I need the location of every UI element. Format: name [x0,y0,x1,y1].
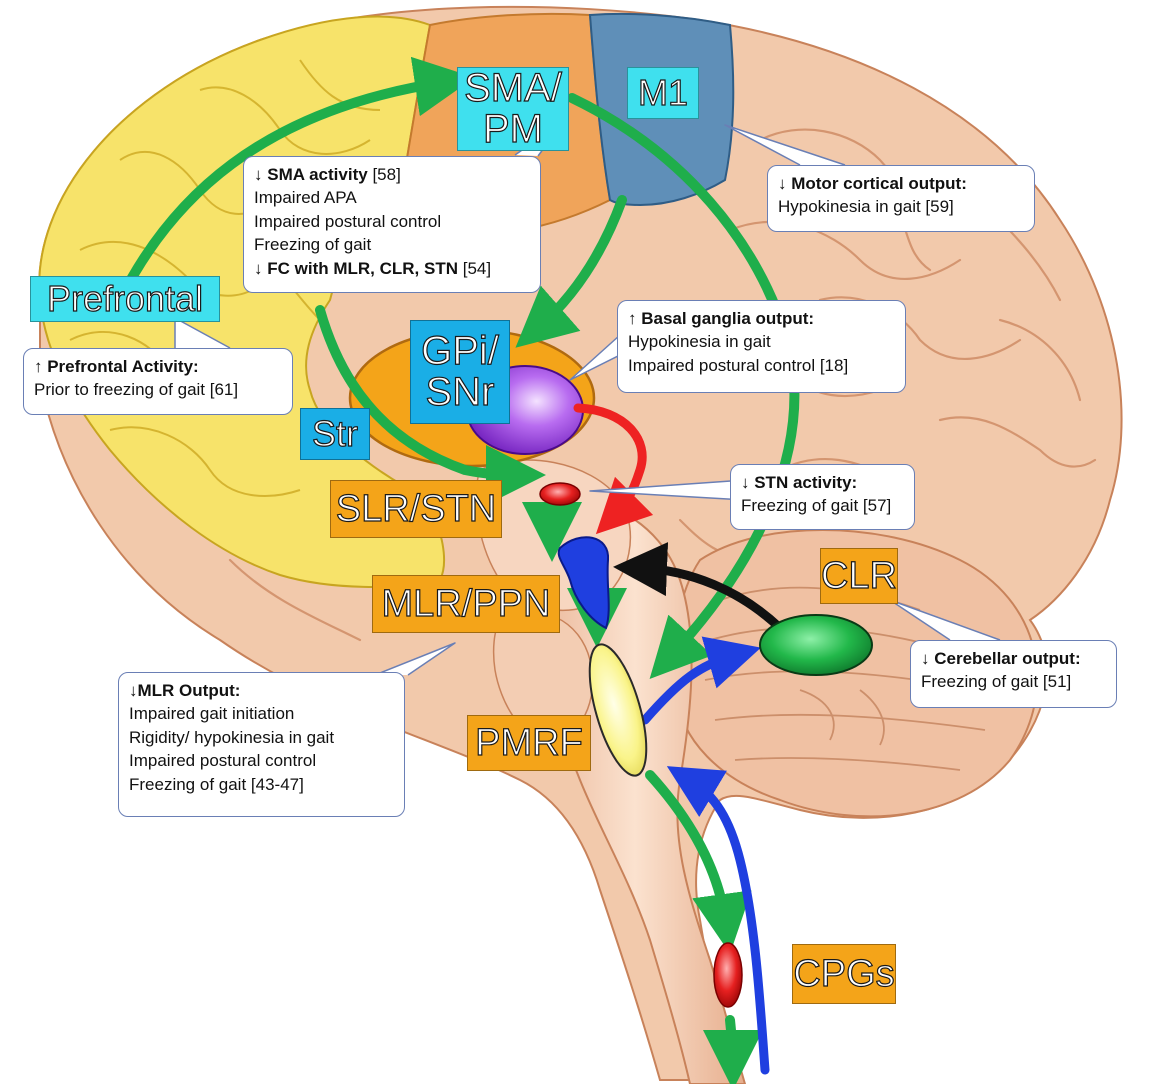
arrow-cpgs-down [730,1020,733,1060]
label-prefrontal: Prefrontal [30,276,220,322]
callout-sma-activity: ↓ SMA activity [58] Impaired APA Impaire… [243,156,541,293]
callout-cerebellar-output: ↓ Cerebellar output: Freezing of gait [5… [910,640,1117,708]
cpgs-node [714,943,742,1007]
label-gpi-snr: GPi/ SNr [410,320,510,424]
label-sma-pm: SMA/ PM [457,67,569,151]
callout-mlr-output: ↓MLR Output: Impaired gait initiation Ri… [118,672,405,817]
label-pmrf: PMRF [467,715,591,771]
label-mlr-ppn: MLR/PPN [372,575,560,633]
callout-basal-ganglia: ↑ Basal ganglia output: Hypokinesia in g… [617,300,906,393]
label-cpgs: CPGs [792,944,896,1004]
callout-prefrontal-activity: ↑ Prefrontal Activity: Prior to freezing… [23,348,293,415]
label-clr: CLR [820,548,898,604]
callout-stn-activity: ↓ STN activity: Freezing of gait [57] [730,464,915,530]
label-m1: M1 [627,67,699,119]
label-slr-stn: SLR/STN [330,480,502,538]
clr-node [760,615,872,675]
label-str: Str [300,408,370,460]
callout-motor-cortical: ↓ Motor cortical output: Hypokinesia in … [767,165,1035,232]
stn-node [540,483,580,505]
